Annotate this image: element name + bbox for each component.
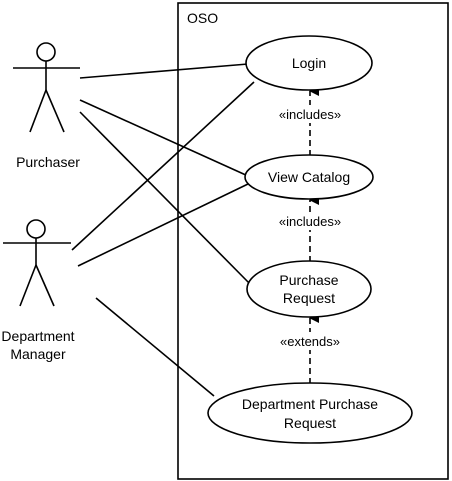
actor-purchaser[interactable]: Purchaser <box>13 42 80 170</box>
actor-manager-label-line2: Manager <box>10 346 66 362</box>
associations <box>71 63 255 397</box>
use-case-dept-purchase-request-line1: Department Purchase <box>242 396 378 412</box>
assoc-purchaser-login <box>79 63 249 79</box>
includes-label-2: «includes» <box>279 214 341 229</box>
actor-department-manager[interactable]: Department Manager <box>1 219 75 362</box>
assoc-purchaser-view-catalog <box>79 99 249 177</box>
use-case-view-catalog[interactable]: View Catalog <box>244 154 374 200</box>
use-case-login[interactable]: Login <box>245 35 373 91</box>
assoc-manager-login <box>71 81 255 251</box>
use-case-dept-purchase-request[interactable]: Department Purchase Request <box>207 382 413 444</box>
includes-label-1: «includes» <box>279 107 341 122</box>
stick-figure-icon <box>13 42 80 133</box>
use-case-purchase-request[interactable]: Purchase Request <box>246 260 372 318</box>
actor-manager-label-line1: Department <box>1 328 74 344</box>
stick-figure-icon <box>3 219 71 307</box>
use-case-login-label: Login <box>292 55 326 71</box>
system-boundary <box>177 2 449 480</box>
use-case-dept-purchase-request-line2: Request <box>284 415 336 431</box>
use-case-view-catalog-label: View Catalog <box>268 169 350 185</box>
assoc-purchaser-purchase-request <box>79 111 253 287</box>
system-label: OSO <box>187 10 218 26</box>
use-case-purchase-request-line2: Request <box>283 290 335 306</box>
extends-label: «extends» <box>280 334 340 349</box>
use-case-purchase-request-line1: Purchase <box>279 272 338 288</box>
assoc-manager-dept-purchase-request <box>95 297 215 397</box>
assoc-manager-view-catalog <box>77 183 249 267</box>
actor-purchaser-label: Purchaser <box>16 154 80 170</box>
